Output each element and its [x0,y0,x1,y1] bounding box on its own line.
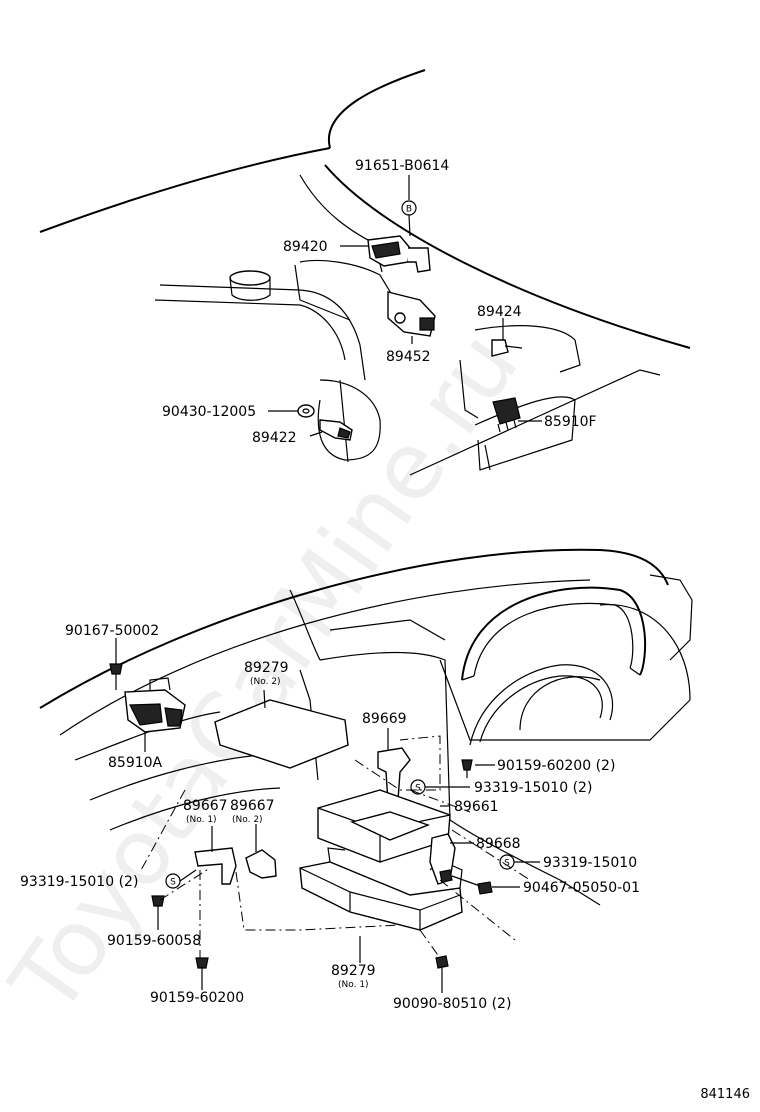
label-89669: 89669 [362,711,407,727]
label-89667-no1: 89667 [183,798,228,814]
bracket-89667-no1 [194,847,237,885]
label-85910a: 85910A [108,755,163,771]
sensor-89424 [491,339,523,357]
label-90159-60058: 90159-60058 [107,933,201,949]
label-89279-no1: 89279 [331,963,376,979]
bolt-90159-60200-2 [461,759,473,778]
label-89424: 89424 [477,304,522,320]
bracket-89667-no2 [245,849,277,879]
tray-89279-no1 [299,847,463,931]
s-mark-letter: S [504,859,510,869]
label-89279-no1-sub: (No. 1) [338,980,369,990]
reservoir-tank [229,270,271,301]
assembly-dash-lines [139,735,531,959]
label-89279-no2-sub: (No. 2) [250,677,281,687]
bolt-90159-60058 [151,895,165,914]
label-89452: 89452 [386,349,431,365]
label-89279-no2: 89279 [244,660,289,676]
dashboard-outline [39,548,693,906]
label-90467-05050-01: 90467-05050-01 [523,880,640,896]
s-mark-letter: S [415,784,421,794]
label-89661: 89661 [454,799,499,815]
label-93319-15010-2-left: 93319-15010 (2) [20,874,138,890]
nut-90467 [439,869,493,895]
b-mark-letter: B [406,205,412,215]
screw-90167 [109,663,123,690]
instrument-cluster [461,586,647,746]
label-90159-60200-2: 90159-60200 (2) [497,758,615,774]
label-89667-no2: 89667 [230,798,275,814]
label-89667-no1-sub: (No. 1) [186,815,217,825]
label-89420: 89420 [283,239,328,255]
ecu-89661 [317,789,451,863]
label-85910f: 85910F [544,414,597,430]
label-93319-15010: 93319-15010 [543,855,637,871]
label-89667-no2-sub: (No. 2) [232,815,263,825]
circle-s-mark-right-top: S [410,779,426,795]
circle-s-mark-right-mid: S [499,854,515,870]
grommet-90430 [297,404,315,418]
cover-89279-no2 [214,699,349,769]
label-93319-15010-2-right: 93319-15010 (2) [474,780,592,796]
diagram-id: 841146 [700,1087,750,1102]
label-90159-60200: 90159-60200 [150,990,244,1006]
label-91651-b0614: 91651-B0614 [355,158,449,174]
sensor-89420 [367,235,431,273]
relay-85910a [124,677,186,733]
bolt-90090-80510 [435,955,449,980]
upper-leaders [268,175,542,437]
circle-b-mark: B [401,200,417,216]
bolt-90159-60200 [195,957,209,980]
label-89422: 89422 [252,430,297,446]
s-mark-letter: S [170,878,176,888]
sensor-89452 [387,291,436,337]
sensor-89422 [319,419,353,441]
label-89668: 89668 [476,836,521,852]
lower-leaders [115,638,540,993]
label-90167-50002: 90167-50002 [65,623,159,639]
upper-body-outline [39,69,691,476]
label-90430-12005: 90430-12005 [162,404,256,420]
label-90090-80510-2: 90090-80510 (2) [393,996,511,1012]
relay-85910f [492,397,521,433]
